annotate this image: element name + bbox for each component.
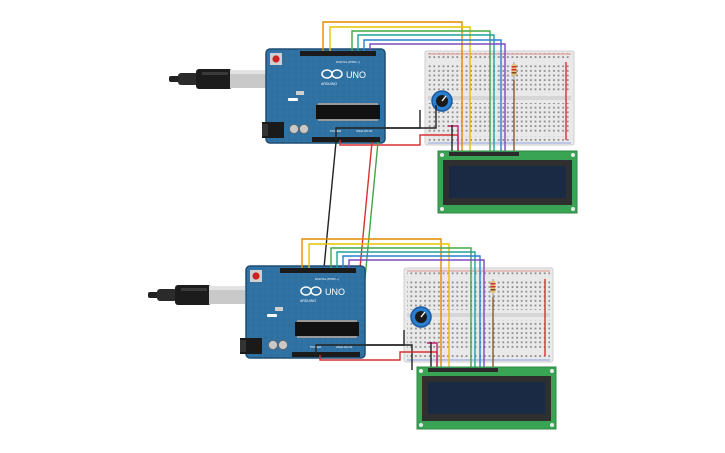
digital-header-label: DIGITAL (PWM ~) (315, 277, 339, 281)
analog-header-label: ANALOG IN (336, 345, 352, 349)
reset-button-icon[interactable] (250, 270, 262, 282)
board-model-label: UNO (346, 70, 366, 80)
arduino-board-top[interactable]: UNO ARDUINO DIGITAL (PWM ~) POWER ANALOG… (262, 48, 386, 144)
chip-icon (295, 320, 359, 338)
capacitor-icon (289, 124, 309, 134)
board-model-label: UNO (325, 287, 345, 297)
board-brand-label: ARDUINO (321, 82, 337, 86)
capacitor-icon (268, 340, 288, 350)
analog-header-label: ANALOG IN (356, 129, 372, 133)
power-jack-icon (262, 122, 284, 138)
wires-top (322, 21, 567, 155)
potentiometer-icon[interactable] (410, 306, 432, 328)
power-jack-icon (240, 338, 262, 354)
digital-header-label: DIGITAL (PWM ~) (336, 60, 360, 64)
board-brand-label: ARDUINO (300, 299, 316, 303)
arduino-board-bottom[interactable]: UNO ARDUINO DIGITAL (PWM ~) POWER ANALOG… (240, 265, 366, 359)
usb-cable-icon[interactable] (148, 285, 245, 305)
arduino-logo-icon (321, 69, 343, 79)
usb-cable-icon[interactable] (169, 69, 266, 89)
arduino-logo-icon (300, 286, 322, 296)
resistor-icon (511, 62, 517, 80)
lcd-display-top[interactable] (437, 150, 578, 214)
chip-icon (316, 103, 380, 121)
circuit-bottom: UNO ARDUINO DIGITAL (PWM ~) POWER ANALOG… (148, 238, 557, 430)
wires-bottom (301, 238, 546, 370)
circuit-top: UNO ARDUINO DIGITAL (PWM ~) POWER ANALOG… (169, 21, 578, 214)
potentiometer-icon[interactable] (431, 90, 453, 112)
lcd-display-bottom[interactable] (416, 366, 557, 430)
reset-button-icon[interactable] (270, 53, 282, 65)
resistor-icon (490, 279, 496, 297)
